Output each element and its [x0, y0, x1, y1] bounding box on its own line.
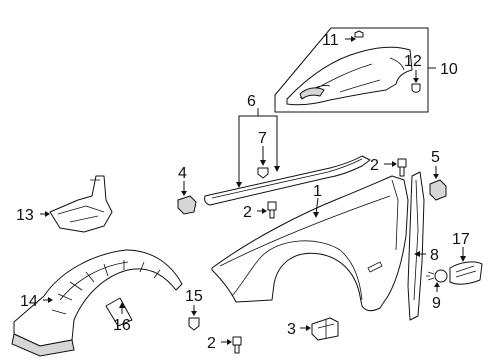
callout-15: 15	[185, 288, 203, 305]
inner-liner-lower	[11, 333, 75, 357]
mud-guard-group	[429, 166, 447, 201]
arrow-13	[45, 211, 50, 217]
leader-1	[315, 197, 319, 215]
arrow-2c	[227, 339, 232, 345]
rocker-moulding-group	[204, 108, 371, 206]
fender-emblem-slot	[367, 261, 383, 273]
bolt-mid-part	[267, 201, 277, 219]
splash-bracket-part	[49, 175, 113, 233]
callout-7: 7	[258, 130, 267, 147]
callout-13: 13	[16, 207, 34, 224]
inset-frame	[274, 27, 429, 113]
fender-body-line	[219, 195, 391, 267]
clip-12-part	[411, 83, 421, 93]
clip-11-part	[354, 30, 364, 38]
arrow-3	[306, 325, 311, 331]
arrow-14	[48, 297, 53, 303]
callout-2b: 2	[243, 204, 252, 221]
clip-4-group	[177, 181, 197, 215]
arrow-16	[119, 302, 125, 308]
fender-panel-part	[211, 175, 409, 312]
callout-1: 1	[313, 183, 322, 200]
fender-edge-detail	[391, 179, 399, 251]
mud-guard-part	[429, 179, 447, 201]
arrow-2b	[262, 208, 267, 214]
callout-14: 14	[20, 293, 38, 310]
bracket-3-group	[300, 317, 339, 341]
callout-8: 8	[430, 247, 439, 264]
callout-10: 10	[440, 61, 458, 78]
splash-bracket-group	[40, 175, 113, 233]
callout-6: 6	[247, 93, 256, 110]
arrow-5	[433, 174, 439, 179]
arrow-15	[191, 311, 197, 316]
arrow-6a	[236, 182, 242, 188]
clip-7-part	[257, 167, 269, 179]
callout-2a: 2	[370, 157, 379, 174]
arrow-11	[351, 36, 356, 42]
arrow-8	[414, 251, 420, 257]
side-lamp-group	[449, 247, 483, 285]
clip-4-part	[177, 195, 197, 215]
arrow-6b	[274, 166, 280, 172]
callout-9: 9	[432, 295, 441, 312]
arrow-12	[413, 78, 419, 83]
side-lamp-detail	[455, 265, 477, 278]
bolt-mid-group	[257, 201, 277, 219]
clip-15-group	[188, 305, 200, 331]
arrow-17	[460, 256, 466, 262]
inner-liner-ribs	[51, 260, 161, 315]
inset-liner-group	[274, 27, 436, 113]
bolt-bottom-part	[232, 336, 242, 354]
bracket-3-part	[311, 317, 339, 341]
arrow-2a	[392, 161, 397, 167]
splash-bracket-detail	[57, 179, 105, 223]
upper-liner-detail	[299, 57, 405, 99]
pad-16-group	[105, 297, 133, 327]
rocker-moulding-detail	[211, 158, 363, 199]
callout-3: 3	[287, 321, 296, 338]
screw-9-head	[434, 269, 448, 283]
fender-group	[211, 175, 409, 312]
arrow-9	[434, 282, 440, 287]
fender-wheel-arch	[231, 240, 363, 301]
arrow-4	[181, 191, 187, 196]
upper-liner-opening	[299, 87, 325, 100]
garnish-strip-group	[407, 171, 426, 321]
callout-5: 5	[431, 149, 440, 166]
callout-12: 12	[404, 53, 422, 70]
callout-16: 16	[113, 317, 131, 334]
garnish-strip-detail	[413, 179, 419, 301]
callout-4: 4	[178, 165, 187, 182]
callout-11: 11	[322, 32, 339, 49]
screw-9-shank	[426, 271, 435, 281]
callout-2c: 2	[207, 335, 216, 352]
callout-17: 17	[452, 231, 470, 248]
bolt-bottom-group	[221, 336, 242, 354]
inner-liner-part	[13, 249, 183, 347]
screw-9-group	[426, 269, 448, 292]
rocker-moulding-part	[204, 155, 371, 206]
clip-15-part	[188, 317, 200, 331]
pad-16-part	[105, 297, 133, 327]
bracket-3-detail	[317, 320, 335, 338]
arrow-1	[313, 212, 319, 218]
bolt-top-right-group	[384, 158, 407, 177]
arrow-7	[260, 160, 266, 166]
inner-liner-group	[11, 249, 183, 357]
garnish-strip-part	[407, 171, 425, 321]
bolt-top-right-part	[397, 158, 407, 177]
side-lamp-part	[449, 261, 483, 285]
